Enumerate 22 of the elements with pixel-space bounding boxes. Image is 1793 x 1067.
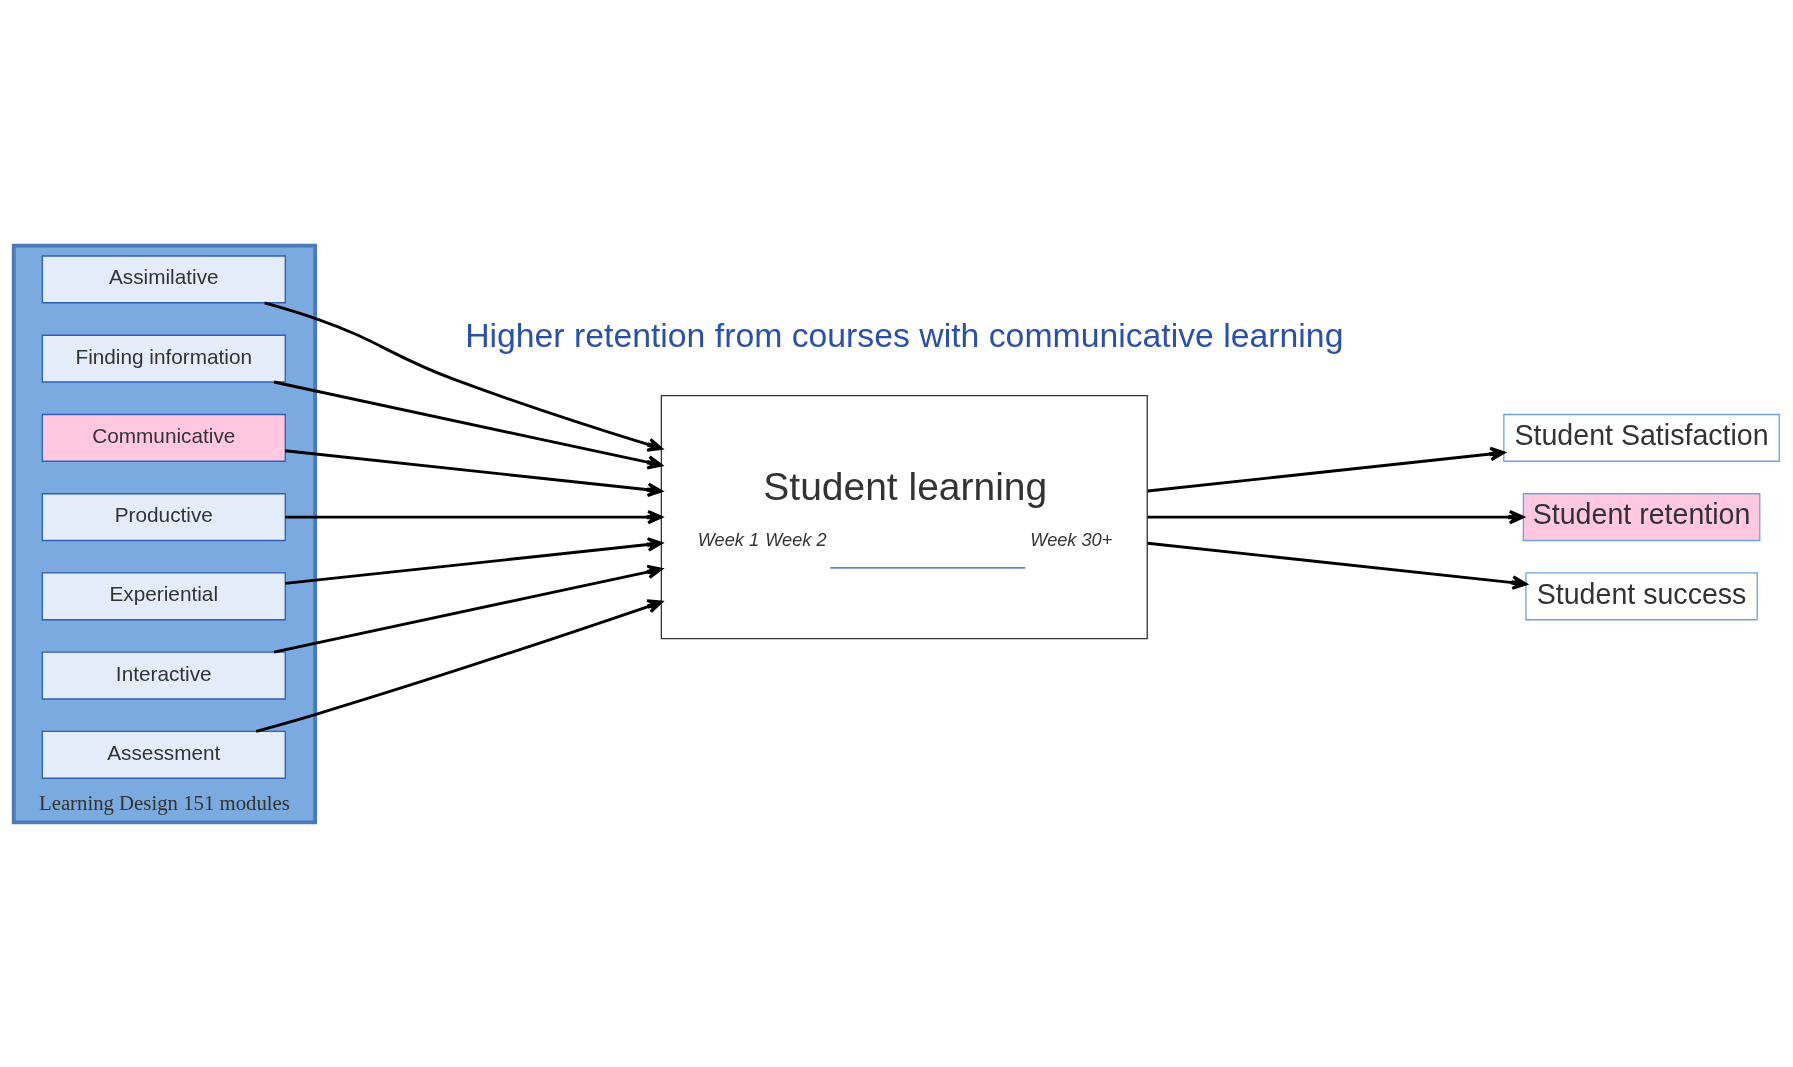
node-box: Interactive <box>41 651 286 700</box>
arrow <box>1147 446 1506 492</box>
node-box: Assimilative <box>41 254 286 303</box>
node-box: Assessment <box>41 730 286 779</box>
node-box: Productive <box>41 492 286 541</box>
node-box: Student Satisfaction <box>1503 413 1780 462</box>
arrow <box>1147 541 1528 590</box>
arrow <box>285 448 663 497</box>
arrow <box>264 300 663 452</box>
node-box: Student success <box>1525 571 1758 620</box>
arrow <box>273 564 663 654</box>
arrow <box>255 598 663 733</box>
arrow <box>285 509 663 524</box>
arrow <box>273 380 663 470</box>
arrow <box>285 536 663 585</box>
node-box: Student retention <box>1522 492 1761 541</box>
node-box: Finding information <box>41 334 286 383</box>
node-box: Experiential <box>41 571 286 620</box>
arrow <box>1147 509 1525 524</box>
node-box: Communicative <box>41 413 286 462</box>
label: Higher retention from courses with communicative learning <box>465 315 1344 354</box>
node-box: Student learning Week 1 Week 2 Week 30+ <box>660 394 1148 639</box>
